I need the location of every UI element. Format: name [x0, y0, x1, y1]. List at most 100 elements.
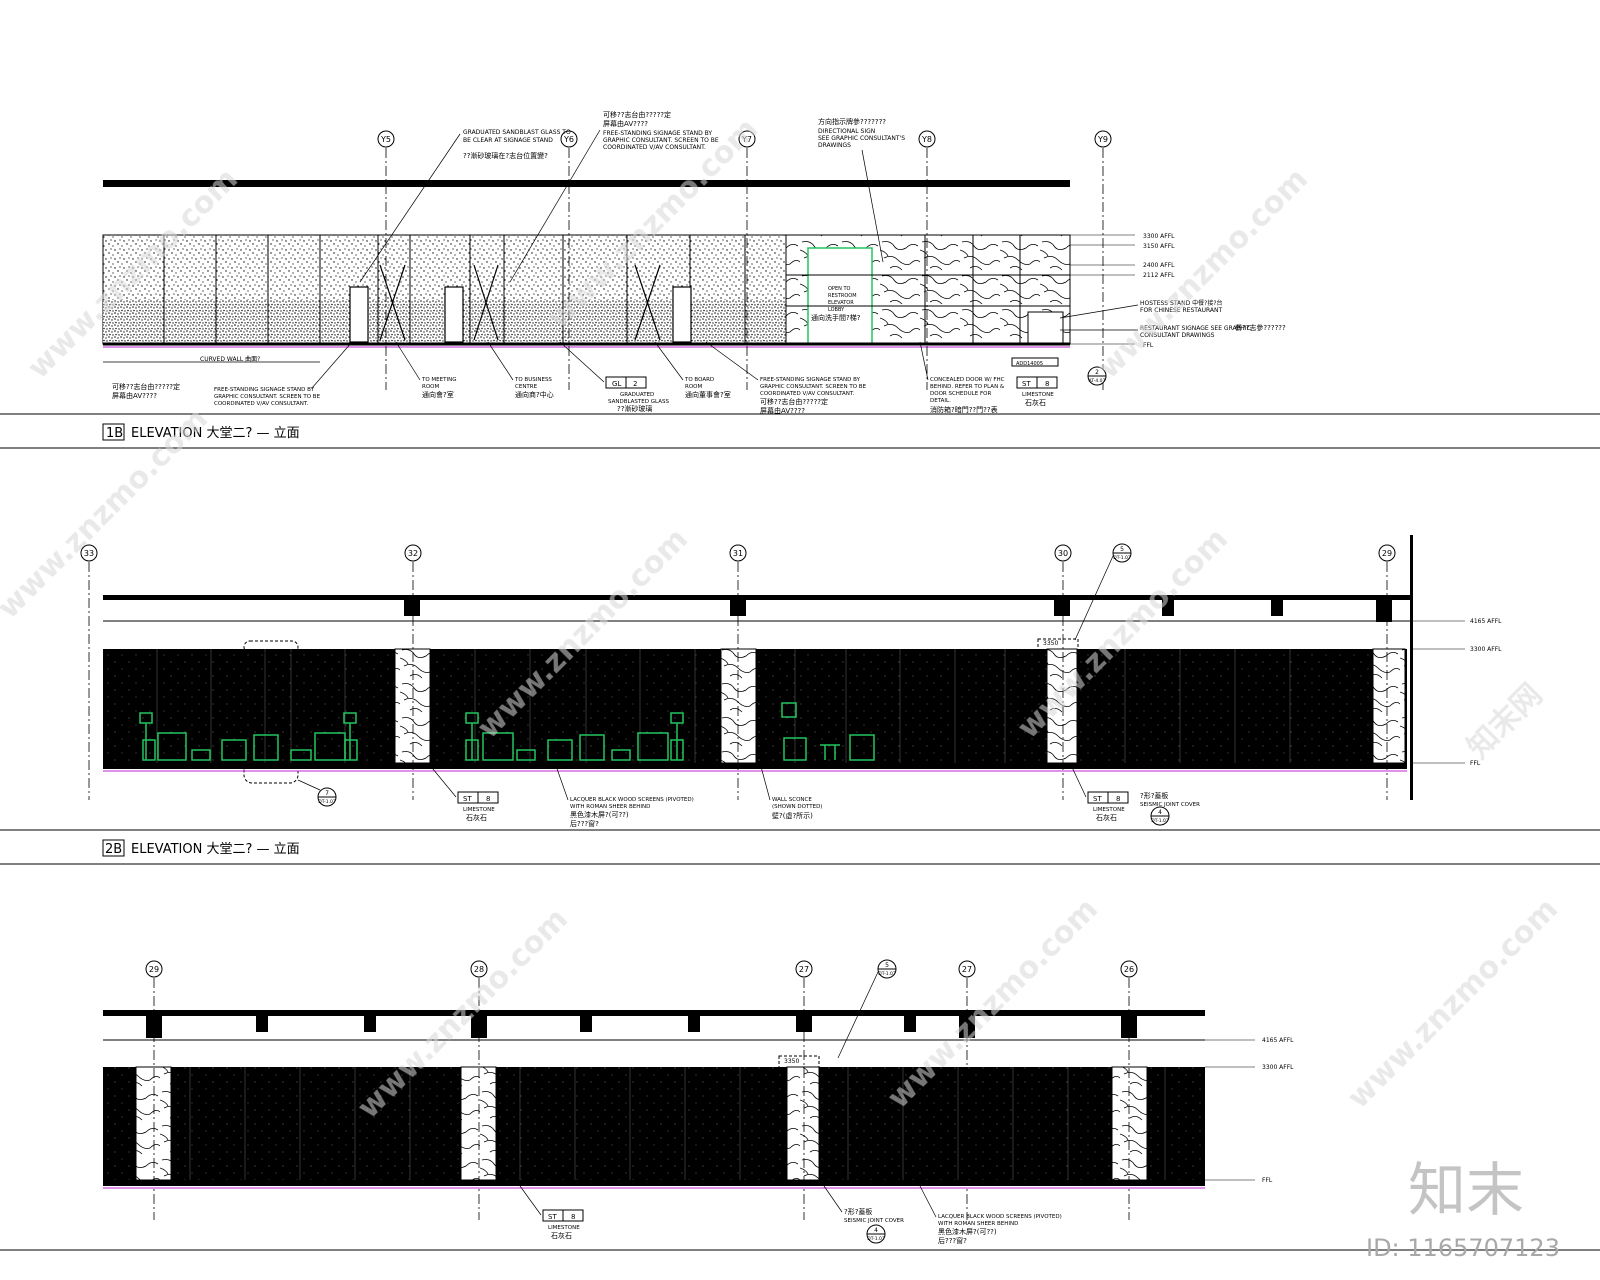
note-signage-left-en: FREE-STANDING SIGNAGE STAND BY [214, 387, 315, 393]
beams-2b [404, 600, 1392, 622]
stone-tag-number: 8 [1045, 380, 1049, 388]
level-label: FFL [1470, 760, 1481, 767]
detail-number: 2 [1095, 369, 1099, 376]
stone-tag-number: 8 [571, 1213, 575, 1221]
note-business: TO BUSINESS [514, 377, 552, 383]
lacquer-screen-wall [103, 1067, 1205, 1180]
detail-number: 4 [1158, 809, 1162, 816]
note-glass: GRADUATED [620, 392, 654, 398]
stone-tag-code: ST [1022, 380, 1031, 388]
note-hostess: FOR CHINESE RESTAURANT [1140, 307, 1222, 314]
note-stone: 石灰石 [551, 1231, 572, 1240]
note-seismic: ?形?蓋板 [844, 1207, 872, 1216]
note-lacquer: WITH ROMAN SHEER BEHIND [570, 804, 650, 810]
note-directional: DIRECTIONAL SIGN [818, 128, 875, 135]
ceiling-line [103, 180, 1070, 187]
marble-joints [786, 235, 1070, 344]
grid-lines-3 [153, 978, 1130, 1220]
grid-label: 29 [149, 965, 159, 974]
detail-cloud [243, 762, 299, 784]
note-restaurant-sign: 餐??志參?????? [1235, 323, 1286, 332]
small-box-label: ADD14005 [1016, 361, 1043, 367]
note-door: DETAIL. [930, 398, 951, 404]
grid-label: Y6 [563, 135, 574, 144]
screen-joints [156, 649, 1291, 763]
title-code-box [102, 423, 125, 441]
hostess-stand [1027, 311, 1064, 345]
elevation-code: 2B [105, 842, 122, 857]
level-label: 3150 AFFL [1143, 243, 1175, 250]
grid-label: 31 [733, 549, 743, 558]
level-markers-1b: 3300 AFFL 3150 AFFL 2400 AFFL 2112 AFFL … [1070, 233, 1175, 349]
note-door: BEHIND. REFER TO PLAN & [930, 384, 1005, 390]
title-code-box [102, 839, 125, 857]
note-seismic: SEISMIC JOINT COVER [844, 1218, 904, 1224]
detail-sheet: AT-4.07 [1089, 378, 1106, 384]
notes-1b-top: GRADUATED SANDBLAST GLASS TO BE CLEAR AT… [359, 110, 1286, 339]
note-lacquer: 黑色漆木屏?(可??) [938, 1227, 997, 1236]
lounge-furniture [139, 702, 875, 761]
note-signage-left-en: COORDINATED V/AV CONSULTANT. [214, 401, 309, 407]
note-signage-left: 可移??志台由?????定 [112, 382, 180, 391]
detail-bubble: 5 DT-1.07 [1112, 543, 1132, 563]
note-directional: SEE GRAPHIC CONSULTANT'S [818, 135, 905, 142]
grid-label: 26 [1124, 965, 1134, 974]
note-lacquer: 后???窗? [570, 819, 599, 828]
note-stone: 石灰石 [1096, 813, 1117, 822]
grid-label: Y5 [380, 135, 391, 144]
grid-label: Y7 [741, 135, 752, 144]
note-sandblast: ??漸砂玻璃在?志台位置變? [463, 151, 548, 160]
stone-tag-code: ST [463, 795, 472, 803]
note-restroom: OPEN TO [828, 286, 850, 292]
note-sconce: 壁?(虛?所示) [772, 811, 813, 820]
note-lacquer: WITH ROMAN SHEER BEHIND [938, 1221, 1018, 1227]
level-markers-3: 4165 AFFL 3300 AFFL FFL [1205, 1037, 1294, 1184]
note-seismic: ?形?蓋板 [1140, 791, 1168, 800]
note-stone: LIMESTONE [463, 807, 495, 813]
note-stone: 石灰石 [1025, 398, 1046, 407]
note-glass: ??漸砂玻璃 [617, 404, 652, 413]
small-box [1011, 357, 1059, 367]
detail-number: 7 [325, 790, 329, 797]
note-sandblast: GRADUATED SANDBLAST GLASS TO [463, 129, 571, 136]
limestone-columns-3 [135, 1066, 1148, 1181]
detail-number: 5 [1120, 546, 1124, 553]
notes-1b-bottom: CURVED WALL 曲面? 可移??志台由?????定 屏幕由AV???? … [103, 341, 1107, 415]
detail-bubble: 7 DT-1.07 [317, 787, 337, 807]
elevation-code: 1B [106, 426, 123, 441]
seismic-cloud [778, 1055, 820, 1181]
grid-label: Y9 [1097, 135, 1108, 144]
watermark-site: www.znzmo.com [1091, 162, 1315, 386]
grid-label: 33 [84, 549, 94, 558]
note-signage: 可移??志台由?????定 [603, 110, 671, 119]
ceiling-line [103, 1010, 1205, 1016]
grid-label: 32 [408, 549, 418, 558]
glass-tag-code: GL [612, 380, 621, 388]
level-label: 2400 AFFL [1143, 262, 1175, 269]
note-signage-mid: FREE-STANDING SIGNAGE STAND BY [760, 377, 861, 383]
note-signage: GRAPHIC CONSULTANT. SCREEN TO BE [603, 137, 719, 144]
ceiling-line [103, 595, 1413, 600]
note-restroom: 通向洗手間?梯? [811, 313, 861, 322]
level-label: 4165 AFFL [1262, 1037, 1294, 1044]
level-label: 3300 AFFL [1470, 646, 1502, 653]
detail-number: 5 [885, 962, 889, 969]
level-label: 3300 AFFL [1143, 233, 1175, 240]
detail-bubble: 4 DT-1.07 [1150, 806, 1170, 826]
note-stone: LIMESTONE [1022, 392, 1054, 398]
grid-label: 30 [1058, 549, 1068, 558]
note-directional: DRAWINGS [818, 142, 851, 149]
grid-bubbles-2b: 33 32 31 30 29 [80, 544, 1396, 562]
grid-label: Y8 [921, 135, 932, 144]
note-business: 通向商?中心 [515, 390, 554, 399]
stone-tag-number: 8 [1116, 795, 1120, 803]
glass-tag-number: 2 [633, 380, 637, 388]
note-signage: FREE-STANDING SIGNAGE STAND BY [603, 130, 712, 137]
note-meeting: ROOM [422, 384, 439, 390]
restroom-opening [807, 247, 873, 345]
elevation-1b: Y5 Y6 Y7 Y8 Y9 3300 AFFL 3150 AFFL 2400 … [0, 110, 1600, 449]
seismic-cloud [1037, 638, 1079, 764]
note-restaurant-sign: RESTAURANT SIGNAGE SEE GRAPHIC [1140, 325, 1251, 332]
detail-sheet: DT-1.07 [878, 971, 896, 977]
detail-sheet: DT-1.07 [1151, 818, 1169, 824]
